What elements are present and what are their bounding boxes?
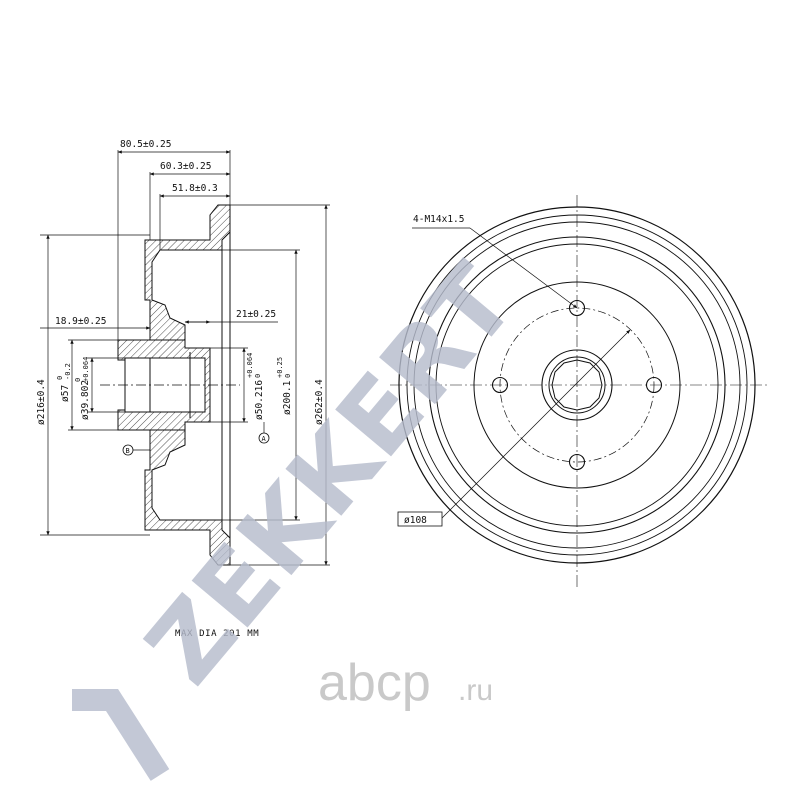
- dim-60-3: 60.3±0.25: [160, 161, 211, 172]
- svg-text:ø108: ø108: [404, 515, 427, 526]
- dim-dia-216: ø216±0.4: [36, 379, 47, 425]
- dim-dia-57-tol0: 0: [56, 376, 64, 380]
- dim-dia-57-tol: -0.2: [64, 363, 72, 380]
- datum-marker-b: B: [122, 444, 150, 456]
- svg-text:ZEKKERT: ZEKKERT: [124, 243, 538, 705]
- dim-dia-50-tol0: 0: [254, 374, 262, 378]
- svg-text:abcp: abcp: [318, 654, 431, 712]
- dim-dia-200: ø200.1: [282, 380, 293, 415]
- section-dimensions: [40, 150, 330, 566]
- dim-51-8: 51.8±0.3: [172, 183, 218, 194]
- dim-dia-200-tol: +0.25: [276, 357, 284, 378]
- svg-text:.ru: .ru: [458, 674, 493, 707]
- dim-18-9: 18.9±0.25: [55, 316, 106, 327]
- watermark-chevron: [72, 689, 170, 781]
- dim-dia-39-tol0: 0: [74, 378, 82, 382]
- drum-shell-top: [144, 204, 231, 341]
- front-view: [390, 195, 770, 590]
- dim-dia-262: ø262±0.4: [314, 379, 325, 425]
- site-watermark: abcp .ru: [318, 654, 493, 712]
- dim-dia-50: ø50.216: [254, 380, 265, 420]
- dim-dia-39: ø39.802: [80, 380, 91, 420]
- datum-marker-a: A: [258, 422, 270, 444]
- pcd-label: ø108: [397, 511, 443, 527]
- drum-shell-bottom: [144, 429, 231, 566]
- dim-21: 21±0.25: [236, 309, 276, 320]
- bolt-hole-bottom: [568, 453, 586, 471]
- bolt-callout: 4-M14x1.5: [413, 214, 464, 225]
- max-dia-note: MAX DIA 201 MM: [175, 629, 259, 639]
- dim-dia-57: ø57: [60, 385, 71, 402]
- dim-80-5: 80.5±0.25: [120, 139, 171, 150]
- svg-text:A: A: [262, 435, 267, 443]
- dim-dia-200-tol0: 0: [284, 374, 292, 378]
- svg-text:B: B: [126, 447, 130, 455]
- dim-dia-50-tol: +0.064: [246, 353, 254, 378]
- section-view: [100, 204, 240, 566]
- dim-dia-39-tol: +0.064: [82, 357, 90, 382]
- brand-watermark: ZEKKERT: [124, 243, 538, 705]
